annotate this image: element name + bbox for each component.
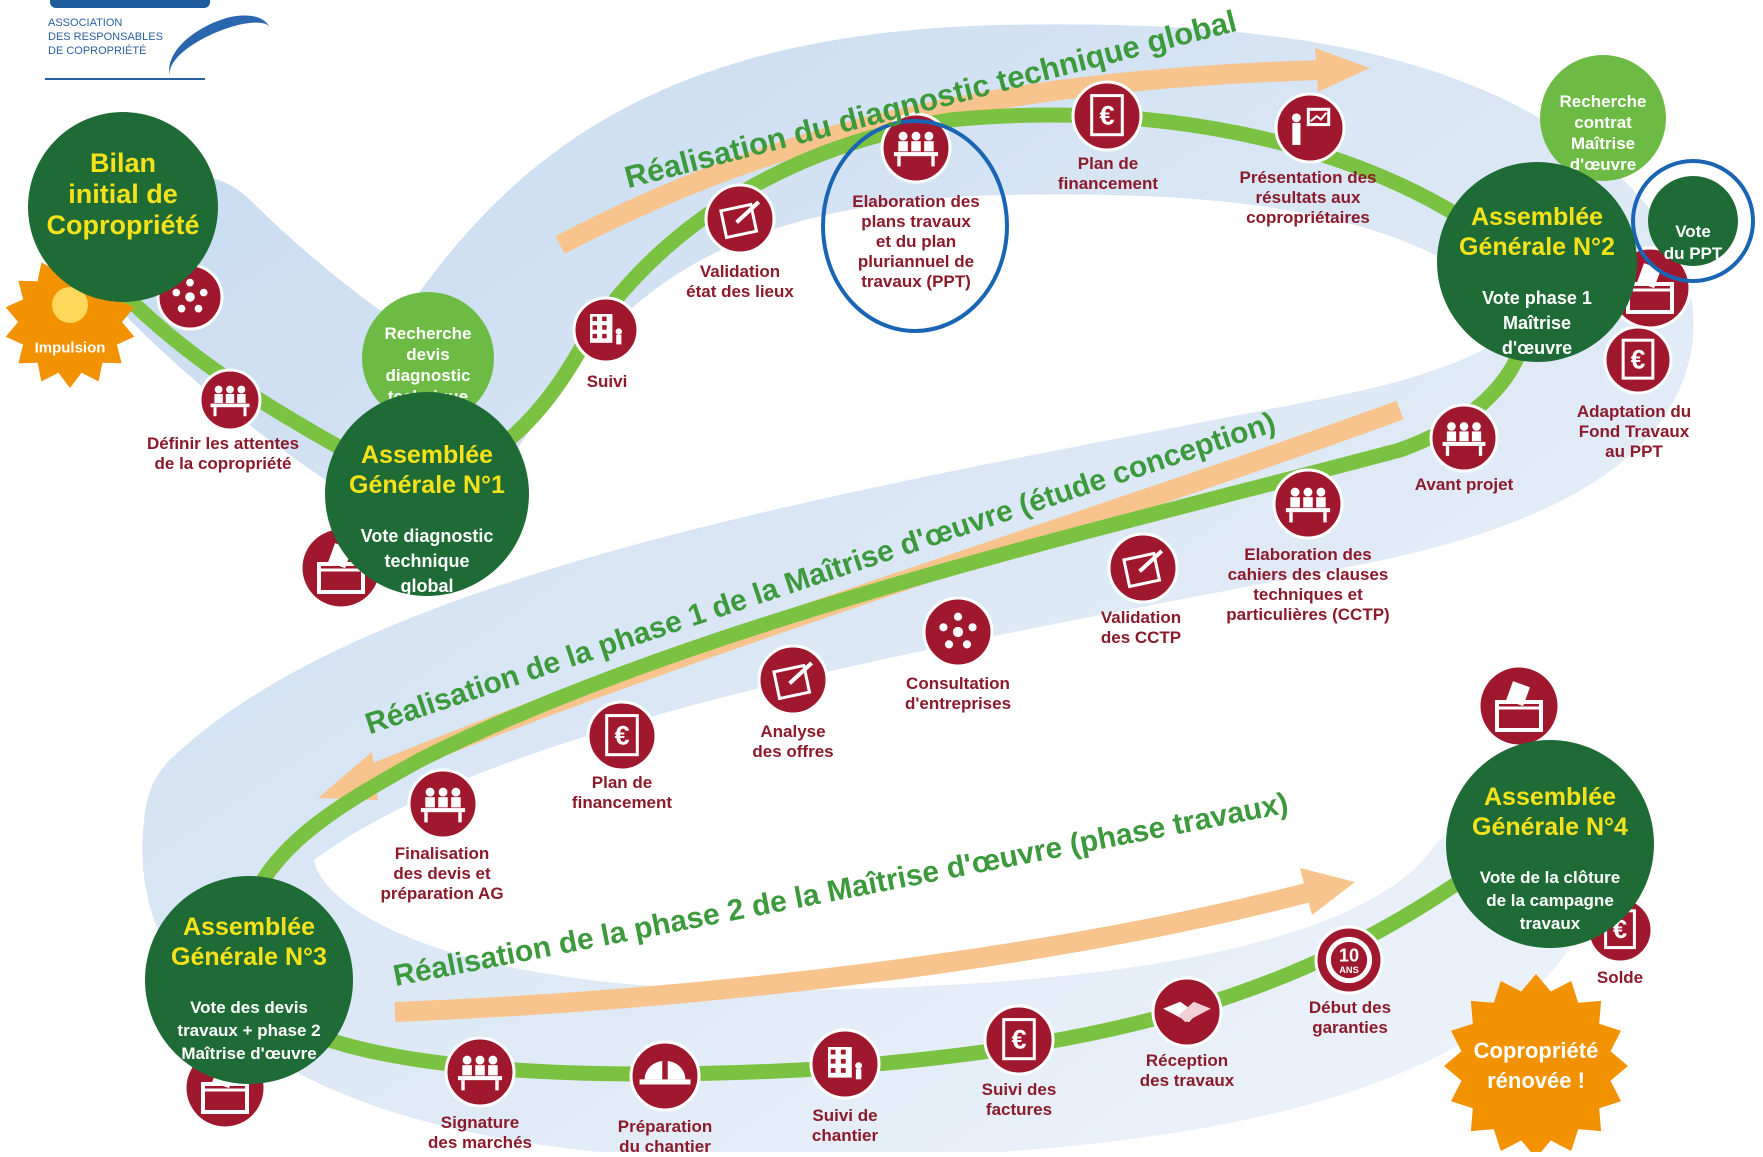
suivi-icon [572,296,640,364]
ag3-title: Assemblée Générale N°3 [171,913,327,971]
step-label-reception: Réception des travaux [1139,1051,1235,1090]
preparation-icon [629,1040,701,1112]
ag4-ballot-icon [1477,664,1561,748]
presentation-icon [1274,92,1346,164]
suivi-factures-icon: € [983,1004,1055,1076]
step-label-suivi-chantier: Suivi de chantier [811,1106,879,1145]
ag4-title: Assemblée Générale N°4 [1472,783,1628,841]
garanties-badge-number: 10 [1339,946,1359,966]
step-label-avant-projet: Avant projet [1414,475,1514,494]
logo-line-1: ASSOCIATION [48,17,123,29]
ag1-circle: Assemblée Générale N°1 Vote diagnostic t… [325,392,529,596]
ag3-circle: Assemblée Générale N°3 Vote des devis tr… [145,876,353,1084]
logo-underline [45,78,205,80]
bilan-initial-text: Bilan initial de Copropriété [46,148,200,240]
ag2-circle: Assemblée Générale N°2 Vote phase 1 Maît… [1437,162,1637,362]
top-orange-arrowhead [1315,48,1370,92]
ag2-title: Assemblée Générale N°2 [1459,203,1615,261]
svg-text:€: € [614,720,629,751]
step-label-elaboration-ppt: Elaboration des plans travaux et du plan… [852,192,980,291]
ag2-vote-ppt-text: Vote du PPT [1663,222,1723,263]
bottom-orange-arrow [394,882,1313,1022]
finalisation-icon [407,768,479,840]
plan-financement-1-icon: € [1071,80,1143,152]
analyse-icon [757,644,829,716]
ag3-body: Vote des devis travaux + phase 2 Maîtris… [177,998,321,1063]
ag2-vote-ppt-circle: Vote du PPT [1648,176,1738,266]
garanties-badge-unit: ANS [1339,965,1359,975]
plan-financement-2-icon: € [586,700,658,772]
ag4-body: Vote de la clôture de la campagne travau… [1479,868,1621,933]
step-label-consultation: Consultation d'entreprises [904,674,1012,713]
ag4-circle: Assemblée Générale N°4 Vote de la clôtur… [1446,740,1654,948]
step-label-suivi-factures: Suivi des factures [981,1080,1057,1119]
logo-line-2: DES RESPONSABLES [48,31,163,43]
step-label-garanties: Début des garanties [1308,998,1392,1037]
avant-projet-icon [1429,403,1499,473]
logo-mark [50,0,210,8]
step-label-plan-financement-1: Plan de financement [1057,154,1159,193]
step-label-cctp: Elaboration des cahiers des clauses tech… [1226,545,1390,624]
lightbulb-icon [52,287,88,323]
ag1-body: Vote diagnostic technique global [360,526,494,596]
ag1-title: Assemblée Générale N°1 [349,441,505,499]
logo-text: ASSOCIATION DES RESPONSABLES DE COPROPRI… [48,16,163,58]
renovee-star [1444,974,1628,1152]
bottom-orange-arrowhead [1300,868,1355,915]
highlight-ppt-elaboration [821,119,1009,333]
validation-cctp-icon [1107,532,1179,604]
logo-line-3: DE COPROPRIÉTÉ [48,45,147,57]
impulsion-label: Impulsion [34,339,106,357]
definir-icon [198,368,262,432]
suivi-chantier-icon [809,1028,881,1100]
bilan-initial-circle [28,112,218,302]
ag2-preparation-text: Recherche contrat Maîtrise d'œuvre [1559,92,1647,174]
signature-icon [444,1036,516,1108]
svg-text:€: € [1099,100,1114,131]
renovee-label: Copropriété rénovée ! [1473,1038,1599,1093]
step-label-validation-cctp: Validation des CCTP [1100,608,1182,647]
step-label-solde: Solde [1596,968,1644,987]
svg-text:€: € [1631,344,1646,374]
green-process-path [117,107,1535,1082]
highlight-ppt-vote [1631,159,1755,283]
ag2-preparation-circle: Recherche contrat Maîtrise d'œuvre [1540,55,1666,181]
step-label-preparation: Préparation du chantier [617,1117,713,1156]
step-label-adaptation: Adaptation du Fond Travaux au PPT [1576,402,1692,461]
consultation-icon [922,596,994,668]
step-label-definir: Définir les attentes de la copropriété [146,434,300,473]
ag2-body: Vote phase 1 Maîtrise d'œuvre [1482,288,1592,358]
logo: ASSOCIATION DES RESPONSABLES DE COPROPRI… [45,0,282,100]
step-label-plan-financement-2: Plan de financement [571,773,673,812]
elaboration-ppt-icon [880,112,952,184]
step-label-presentation: Présentation des résultats aux coproprié… [1239,168,1377,227]
step-label-signature: Signature des marchés [428,1113,532,1152]
step-label-suivi: Suivi [586,372,628,391]
step-label-finalisation: Finalisation des devis et préparation AG [380,844,504,903]
step-label-validation-etat: Validation état des lieux [686,262,794,301]
reception-icon [1151,976,1223,1048]
svg-text:€: € [1011,1024,1026,1055]
cctp-icon [1272,468,1344,540]
validation-etat-icon [704,183,776,255]
step-label-analyse: Analyse des offres [752,722,834,761]
adaptation-icon: € [1603,325,1673,395]
